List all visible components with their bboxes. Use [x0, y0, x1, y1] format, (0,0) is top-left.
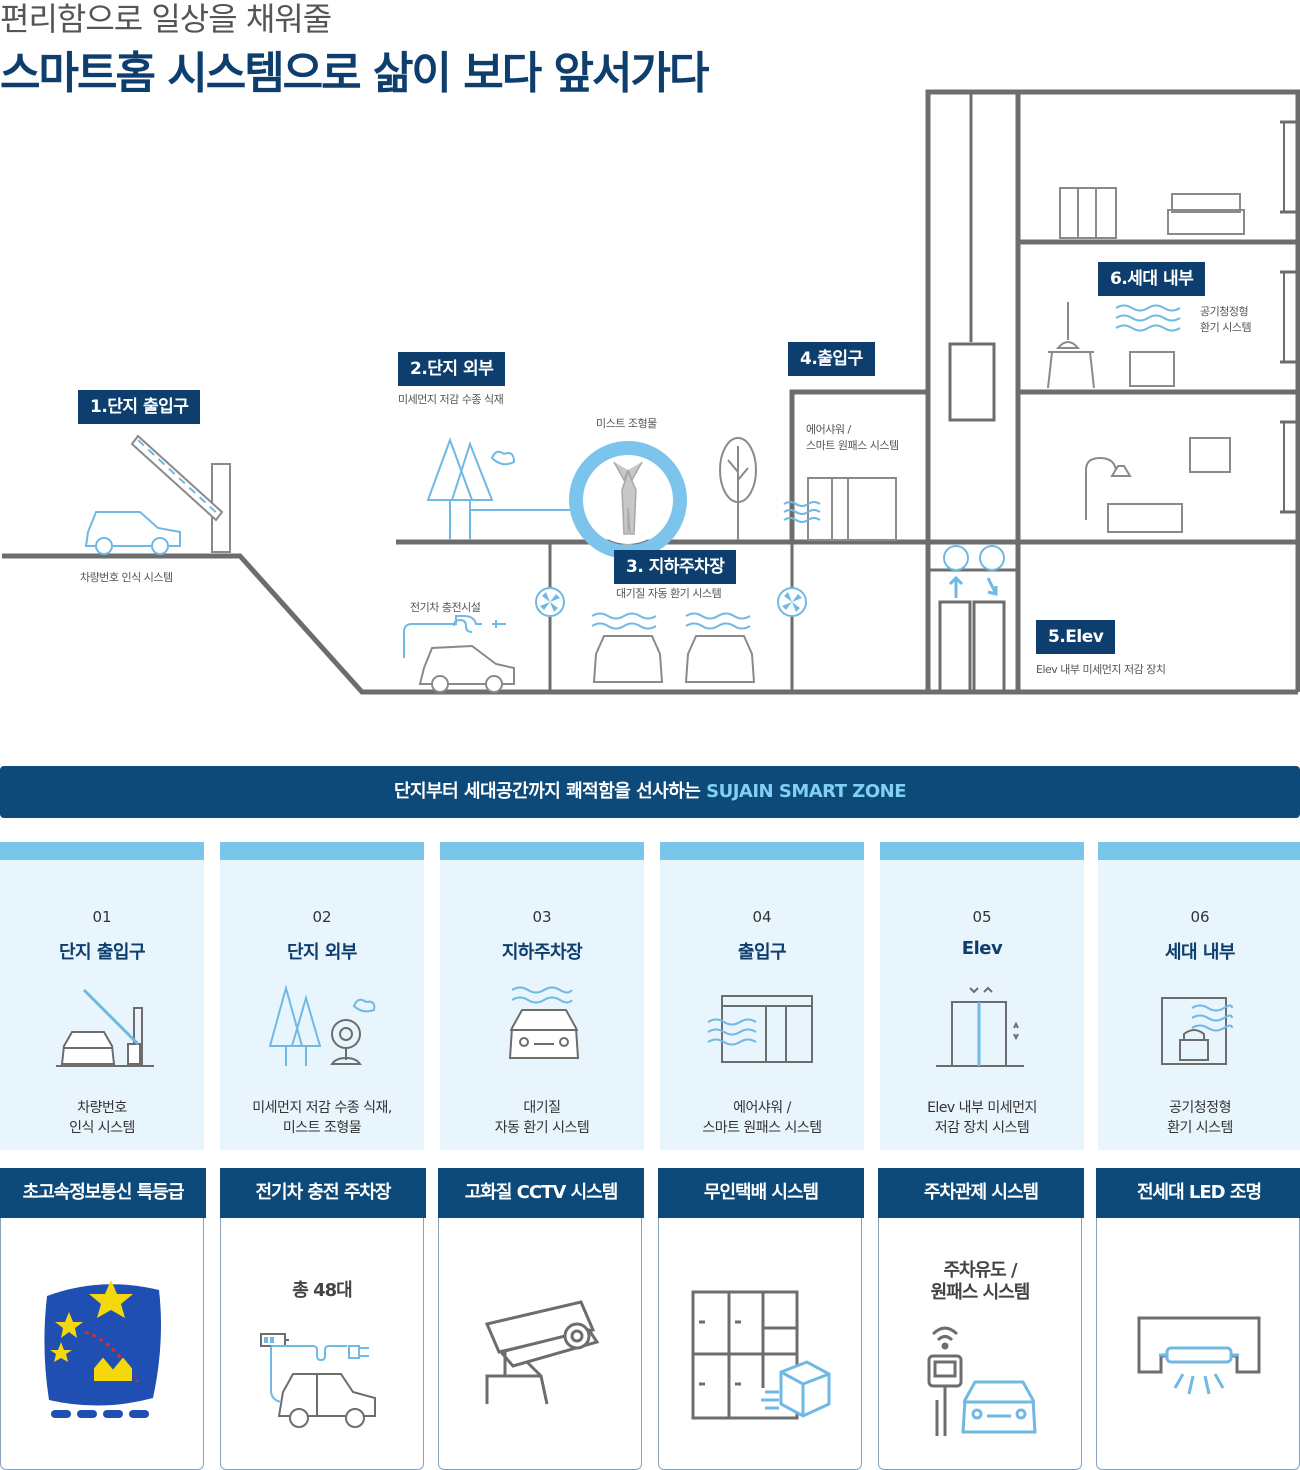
smart-zone-banner: 단지부터 세대공간까지 쾌적함을 선사하는 SUJAIN SMART ZONE — [0, 766, 1300, 818]
zone-card-3: 03 지하주차장 대기질 자동 환기 시스템 — [440, 842, 644, 1150]
card-number: 02 — [312, 908, 332, 926]
home-ventilation-icon — [1161, 997, 1233, 1065]
feature-note: 총 48대 — [292, 1280, 352, 1301]
card-desc: 대기질 자동 환기 시스템 — [494, 1100, 590, 1136]
zone-tag-parking: 3. 지하주차장 — [614, 550, 737, 584]
feature-card-cctv: 고화질 CCTV 시스템 — [438, 1168, 644, 1470]
feature-title: 초고속정보통신 특등급 — [0, 1168, 206, 1218]
zone-tag-home: 6.세대 내부 — [1098, 262, 1206, 296]
zone-caption-entrance: 차량번호 인식 시스템 — [80, 571, 173, 584]
ev-caption: 전기차 충전시설 — [410, 601, 481, 614]
page-title: 스마트홈 시스템으로 삶이 보다 앞서가다 — [0, 48, 709, 99]
card-desc: Elev 내부 미세먼지 저감 장치 시스템 — [927, 1100, 1037, 1136]
card-desc: 에어샤워 / 스마트 원패스 시스템 — [702, 1100, 822, 1136]
zone-card-6: 06 세대 내부 공기청정형 환기 시스템 — [1098, 842, 1300, 1150]
led-light-icon — [1137, 1316, 1261, 1395]
card-title: 단지 출입구 — [58, 942, 146, 963]
parking-control-icon — [927, 1326, 1037, 1436]
elevator-icon — [936, 986, 1024, 1067]
card-desc: 미세먼지 저감 수종 식재, 미스트 조형물 — [252, 1100, 392, 1136]
feature-card-parking: 주차관제 시스템 주차유도 / 원패스 시스템 — [878, 1168, 1084, 1470]
mist-caption: 미스트 조형물 — [596, 417, 657, 430]
feature-title: 전기차 충전 주차장 — [220, 1168, 426, 1218]
feature-title: 전세대 LED 조명 — [1096, 1168, 1300, 1218]
car-ventilation-icon — [508, 986, 580, 1059]
zone-caption-lobby-1: 에어샤워 / — [806, 423, 851, 436]
feature-note: 주차유도 / 원패스 시스템 — [930, 1260, 1031, 1303]
card-title: 출입구 — [737, 942, 787, 963]
feature-card-ev: 전기차 충전 주차장 총 48대 — [220, 1168, 426, 1470]
zone-tag-exterior: 2.단지 외부 — [398, 352, 506, 386]
zone-tag-entrance: 1.단지 출입구 — [78, 390, 201, 424]
barrier-gate-icon — [56, 988, 154, 1067]
feature-title: 고화질 CCTV 시스템 — [438, 1168, 644, 1218]
air-shower-door-icon — [707, 995, 813, 1063]
card-number: 06 — [1190, 908, 1210, 926]
zone-caption-home-1: 공기청정형 — [1200, 305, 1249, 318]
card-number: 05 — [972, 908, 992, 926]
card-title: 세대 내부 — [1164, 942, 1236, 963]
zone-caption-elev: Elev 내부 미세먼지 저감 장치 — [1036, 663, 1166, 676]
card-number: 01 — [92, 908, 112, 926]
banner-text: 단지부터 세대공간까지 쾌적함을 선사하는 — [393, 781, 707, 802]
building-cross-section — [2, 89, 1300, 695]
page-subtitle: 편리함으로 일상을 채워줄 — [0, 0, 332, 38]
zone-tag-elev: 5.Elev — [1036, 620, 1116, 654]
zone-caption-exterior: 미세먼지 저감 수종 식재 — [398, 393, 504, 406]
zone-card-5: 05 Elev Elev 내부 미세먼지 저감 장치 시스템 — [880, 842, 1084, 1150]
card-title: Elev — [961, 938, 1003, 959]
zone-card-4: 04 출입구 에어샤워 / 스마트 원패스 시스템 — [660, 842, 864, 1150]
zone-caption-home-2: 환기 시스템 — [1200, 321, 1252, 334]
feature-title: 주차관제 시스템 — [878, 1168, 1084, 1218]
cctv-icon — [484, 1300, 600, 1405]
card-title: 지하주차장 — [501, 942, 583, 963]
zone-caption-lobby-2: 스마트 원패스 시스템 — [806, 439, 899, 452]
smart-zone-diagram: 1.단지 출입구 차량번호 인식 시스템 2.단지 외부 미세먼지 저감 수종 … — [0, 80, 1300, 700]
parcel-locker-icon — [691, 1290, 831, 1420]
feature-card-led: 전세대 LED 조명 — [1096, 1168, 1300, 1470]
card-desc: 공기청정형 환기 시스템 — [1167, 1100, 1233, 1136]
card-number: 03 — [532, 908, 552, 926]
trees-mist-icon — [268, 984, 376, 1066]
feature-card-telecom: 초고속정보통신 특등급 — [0, 1168, 206, 1470]
feature-card-parcel: 무인택배 시스템 — [658, 1168, 864, 1470]
card-number: 04 — [752, 908, 772, 926]
ev-charging-icon — [260, 1333, 376, 1428]
card-title: 단지 외부 — [286, 942, 358, 963]
banner-accent: SUJAIN SMART ZONE — [706, 781, 906, 802]
zone-tag-lobby: 4.출입구 — [788, 342, 875, 376]
telecom-grade-logo — [44, 1280, 161, 1418]
feature-title: 무인택배 시스템 — [658, 1168, 864, 1218]
zone-card-2: 02 단지 외부 미세먼지 저감 수종 식재, 미스트 조형물 — [220, 842, 424, 1150]
zone-card-1: 01 단지 출입구 차량번호 인식 시스템 — [0, 842, 204, 1150]
card-desc: 차량번호 인식 시스템 — [69, 1100, 135, 1136]
zone-caption-parking: 대기질 자동 환기 시스템 — [616, 587, 722, 600]
